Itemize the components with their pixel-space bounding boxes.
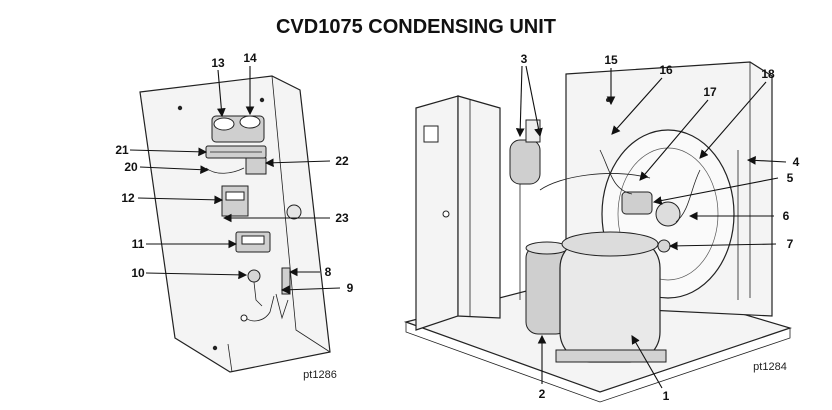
callout-5: 5	[787, 171, 794, 185]
callout-15: 15	[604, 53, 618, 67]
callout-13: 13	[211, 56, 225, 70]
left-side-panel	[415, 95, 459, 331]
part-23	[286, 204, 302, 220]
relay-12	[221, 185, 249, 217]
corner-post	[457, 95, 501, 319]
left-leaders	[129, 66, 341, 295]
callout-23: 23	[335, 211, 349, 225]
receiver-3	[509, 119, 541, 185]
valve-7	[657, 239, 671, 253]
callout-20: 20	[124, 160, 138, 174]
callout-6: 6	[783, 209, 790, 223]
fan-motor-5	[621, 191, 653, 215]
relay-11	[235, 231, 271, 253]
callout-7: 7	[787, 237, 794, 251]
callout-22: 22	[335, 154, 349, 168]
diagram-title: CVD1075 CONDENSING UNIT	[275, 16, 557, 38]
compressor-1	[555, 231, 667, 363]
callout-18: 18	[761, 67, 775, 81]
callout-10: 10	[131, 266, 145, 280]
callout-16: 16	[659, 63, 673, 77]
left-figure: 13 14 21 20 22 12 23 11 10 8 9 pt1286	[115, 51, 353, 381]
pressure-control-10	[247, 269, 263, 307]
tubing-lower	[240, 295, 275, 322]
callout-14: 14	[243, 51, 257, 65]
right-figure-id: pt1284	[753, 361, 787, 373]
callout-1: 1	[663, 389, 670, 403]
right-figure: 3 15 16 17 18 4 5 6 7 2 1 pt1284	[403, 52, 800, 403]
callout-21: 21	[115, 143, 129, 157]
callout-8: 8	[325, 265, 332, 279]
callout-2: 2	[539, 387, 546, 401]
callout-9: 9	[347, 281, 354, 295]
control-panel	[139, 75, 331, 373]
callout-12: 12	[121, 191, 135, 205]
callout-3: 3	[521, 52, 528, 66]
contactor-13-14	[211, 115, 265, 143]
callout-4: 4	[793, 155, 800, 169]
callout-11: 11	[132, 237, 145, 251]
tubing	[519, 149, 739, 300]
terminal-strip-21-22	[205, 145, 267, 175]
right-leaders	[515, 65, 787, 389]
left-figure-id: pt1286	[303, 369, 337, 381]
callout-17: 17	[703, 85, 717, 99]
